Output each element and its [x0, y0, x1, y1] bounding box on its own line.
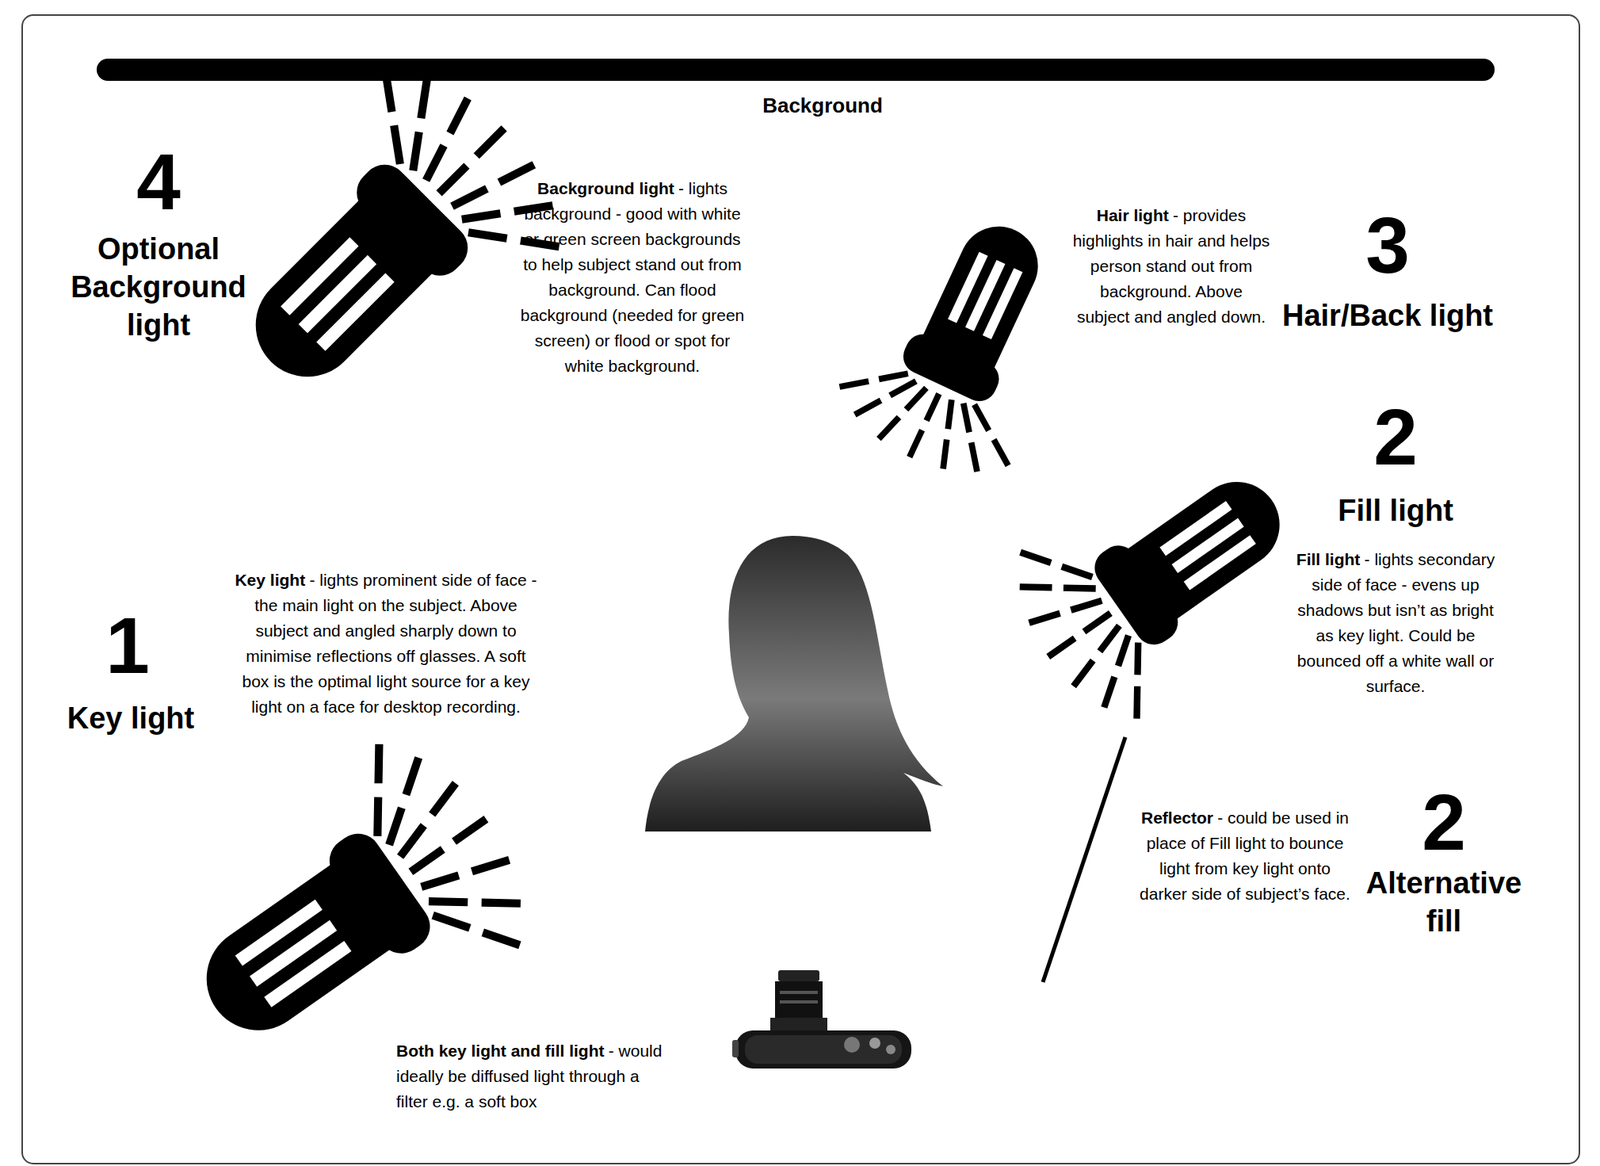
- light-description: Hair light- provides highlights in hair …: [1072, 202, 1271, 330]
- diffusion-note: Both key light and fill light- would ide…: [396, 1038, 670, 1115]
- callout-number: 4: [95, 141, 222, 222]
- callout-number: 2: [1332, 397, 1459, 477]
- callout-number: 1: [64, 605, 191, 685]
- light-text: - lights prominent side of face - the ma…: [241, 570, 537, 716]
- fill-light-icon: [985, 416, 1332, 745]
- light-text: - lights secondary side of face - evens …: [1297, 549, 1495, 695]
- hair-light-icon: [821, 190, 1101, 502]
- light-heading: Key light: [27, 698, 234, 737]
- light-name: Reflector: [1141, 808, 1214, 827]
- light-heading: Hair/Back light: [1252, 296, 1523, 335]
- light-heading: Fill light: [1292, 491, 1499, 530]
- light-name: Fill light: [1296, 549, 1360, 569]
- light-description: Key light- lights prominent side of face…: [231, 567, 541, 720]
- reflector-description: Reflector- could be used in place of Fil…: [1134, 805, 1356, 907]
- callout-number: 2: [1380, 782, 1508, 862]
- page-frame: [22, 15, 1580, 1164]
- light-name: Background light: [537, 179, 675, 198]
- background-label: Background: [664, 91, 982, 119]
- subject-silhouette: [645, 535, 944, 832]
- light-description: Background light- lights background - go…: [519, 175, 746, 379]
- callout-number: 3: [1324, 205, 1452, 285]
- light-description: Fill light- lights secondary side of fac…: [1288, 546, 1503, 699]
- light-heading: Alternative fill: [1348, 863, 1539, 940]
- light-text: - lights background - good with white or…: [520, 179, 745, 375]
- light-name: Both key light and fill light: [396, 1041, 605, 1060]
- reflector-line: [1042, 736, 1126, 982]
- light-name: Key light: [234, 570, 306, 589]
- camera-icon: [732, 969, 912, 1069]
- light-name: Hair light: [1096, 206, 1169, 225]
- background-bar: [96, 58, 1495, 81]
- light-heading: Optional Background light: [59, 229, 258, 344]
